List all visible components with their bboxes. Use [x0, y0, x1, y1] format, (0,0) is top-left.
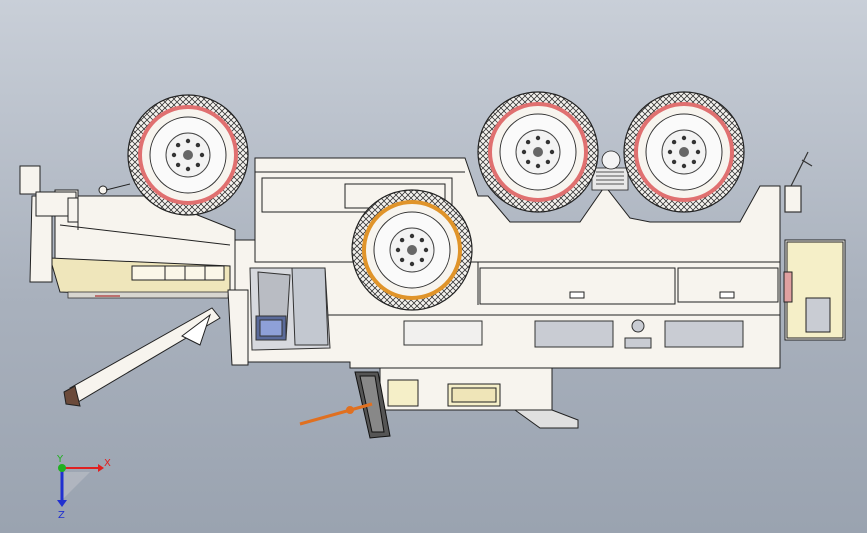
wheel-1: [127, 94, 249, 216]
front-bumper: [67, 183, 131, 223]
rear-panel: [783, 241, 844, 339]
wheel-4: [351, 189, 473, 311]
rear-skid: [513, 409, 579, 429]
body-panel-lines: [59, 171, 780, 316]
wheel-2: [477, 91, 599, 213]
hatch-panel: [387, 379, 501, 407]
tow-rod: [299, 402, 373, 426]
antenna: [784, 151, 813, 213]
side-windows: [403, 319, 744, 349]
undercarriage: [67, 291, 229, 299]
engine-block: [591, 150, 629, 191]
cab-window: [249, 267, 331, 351]
crane-boom: [63, 307, 221, 407]
wheel-3: [623, 91, 745, 213]
wheel-group: [127, 91, 745, 311]
